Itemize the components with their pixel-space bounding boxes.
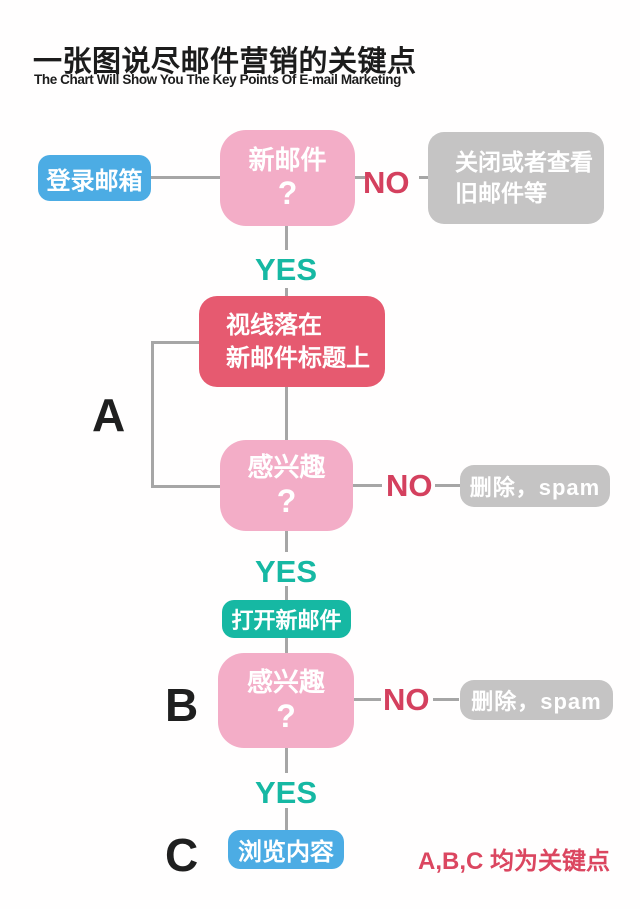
node-label: 删除，spam <box>469 475 601 500</box>
node-browse-content: 浏览内容 <box>228 830 344 869</box>
label-yes-1: YES <box>254 252 318 287</box>
connector-line <box>419 176 428 179</box>
connector-line <box>285 531 288 552</box>
connector-line <box>151 176 220 179</box>
node-label: 感兴趣 <box>246 667 325 698</box>
connector-line <box>433 698 459 701</box>
node-delete-spam-2: 删除，spam <box>460 680 613 720</box>
node-label: 打开新邮件 <box>231 608 342 633</box>
node-label: 视线落在新邮件标题上 <box>226 311 370 372</box>
label-no-1: NO <box>363 165 410 200</box>
connector-line <box>285 226 288 250</box>
question-mark: ? <box>276 482 297 519</box>
bracket-line <box>151 341 154 488</box>
page-title: 一张图说尽邮件营销的关键点 <box>33 46 417 78</box>
node-close-or-view-old-mail: 关闭或者查看旧邮件等 <box>428 132 604 224</box>
connector-line <box>285 586 288 600</box>
node-label: 登录邮箱 <box>46 167 143 195</box>
question-mark: ? <box>277 175 298 211</box>
node-interested-question-2: 感兴趣 ? <box>218 653 354 748</box>
label-no-2: NO <box>386 468 433 503</box>
label-b: B <box>165 679 199 731</box>
bracket-line <box>151 341 199 344</box>
node-new-mail-question: 新邮件 ? <box>220 130 355 226</box>
node-label: 浏览内容 <box>238 839 334 866</box>
label-yes-2: YES <box>254 554 318 589</box>
connector-line <box>285 808 288 830</box>
node-label: 新邮件 <box>248 144 327 175</box>
label-c: C <box>165 829 199 881</box>
connector-line <box>285 638 288 653</box>
label-no-3: NO <box>383 682 430 717</box>
connector-line <box>285 748 288 773</box>
connector-line <box>353 484 382 487</box>
connector-line <box>285 288 288 296</box>
node-label: 感兴趣 <box>247 452 326 483</box>
connector-line <box>285 387 288 440</box>
page-subtitle: The Chart Will Show You The Key Points O… <box>34 72 401 87</box>
question-mark: ? <box>276 697 296 734</box>
node-interested-question-1: 感兴趣 ? <box>220 440 353 531</box>
label-a: A <box>92 389 126 441</box>
connector-line <box>355 176 365 179</box>
node-open-new-mail: 打开新邮件 <box>222 600 351 638</box>
connector-line <box>435 484 460 487</box>
node-label: 删除，spam <box>471 689 602 714</box>
note-abc-key-points: A,B,C 均为关键点 <box>418 848 610 875</box>
node-gaze-on-new-mail-title: 视线落在新邮件标题上 <box>199 296 385 387</box>
node-delete-spam-1: 删除，spam <box>460 465 610 507</box>
label-yes-3: YES <box>254 775 318 810</box>
connector-line <box>354 698 381 701</box>
bracket-line <box>151 485 220 488</box>
node-login-mailbox: 登录邮箱 <box>38 155 151 201</box>
node-label: 关闭或者查看旧邮件等 <box>455 149 593 206</box>
